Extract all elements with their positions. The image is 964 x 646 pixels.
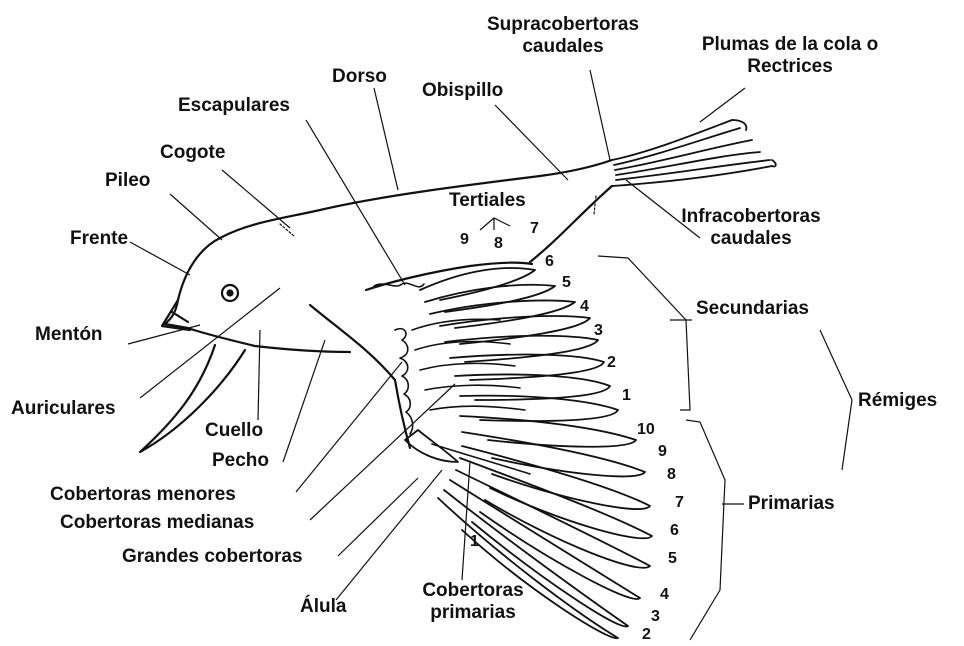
label-cobertoras-primarias: Cobertoras primarias	[408, 580, 538, 624]
label-supracobertoras-line2: caudales	[478, 36, 648, 58]
primary-number: 9	[658, 443, 667, 461]
label-alula: Álula	[300, 596, 346, 618]
primary-number: 5	[668, 550, 677, 568]
back-outline	[220, 160, 612, 238]
label-remiges: Rémiges	[858, 390, 937, 412]
secondary-number: 1	[622, 387, 631, 405]
label-cobertoras-menores: Cobertoras menores	[50, 484, 236, 506]
label-auriculares: Auriculares	[11, 398, 116, 420]
label-cobertoras-medianas: Cobertoras medianas	[60, 512, 254, 534]
label-primarias: Primarias	[748, 493, 835, 515]
label-supracobertoras-line1: Supracobertoras	[478, 14, 648, 36]
label-pecho: Pecho	[212, 450, 269, 472]
head-outline	[165, 238, 350, 352]
belly-outline	[530, 186, 612, 262]
secondary-number: 4	[580, 298, 589, 316]
secondary-number: 6	[545, 253, 554, 271]
label-cogote: Cogote	[160, 142, 225, 164]
label-menton: Mentón	[35, 324, 103, 346]
label-plumas-cola: Plumas de la cola o Rectrices	[690, 34, 890, 78]
tertial-number: 9	[460, 231, 469, 249]
secondary-number: 2	[607, 354, 616, 372]
label-frente: Frente	[70, 228, 128, 250]
label-plumas-line1: Plumas de la cola o	[690, 34, 890, 56]
label-cob-primarias-line2: primarias	[408, 602, 538, 624]
label-tertiales: Tertiales	[449, 190, 526, 212]
label-cuello: Cuello	[205, 420, 263, 442]
label-grandes-cobertoras: Grandes cobertoras	[122, 546, 303, 568]
primary-number: 2	[642, 626, 651, 644]
secondary-number: 5	[562, 274, 571, 292]
primary-number: 8	[667, 466, 676, 484]
label-infracobertoras-line1: Infracobertoras	[656, 206, 846, 228]
tertial-number: 7	[530, 220, 539, 238]
secondary-number: 3	[594, 322, 603, 340]
label-supracobertoras: Supracobertoras caudales	[478, 14, 648, 58]
label-dorso: Dorso	[332, 66, 387, 88]
label-obispillo: Obispillo	[422, 80, 503, 102]
label-cob-primarias-line1: Cobertoras	[408, 580, 538, 602]
label-infracobertoras: Infracobertoras caudales	[656, 206, 846, 250]
primary-number: 4	[660, 586, 669, 604]
tertial-number: 8	[494, 235, 503, 253]
primary-number: 10	[637, 421, 655, 439]
label-pileo: Pileo	[105, 170, 150, 192]
primary-number: 3	[651, 608, 660, 626]
label-escapulares: Escapulares	[178, 95, 290, 117]
label-plumas-line2: Rectrices	[690, 56, 890, 78]
label-secundarias: Secundarias	[696, 298, 809, 320]
tail-feathers	[612, 120, 776, 186]
alula-shape	[405, 430, 458, 462]
primary-covert-number: 1	[470, 533, 479, 551]
primary-number: 6	[670, 522, 679, 540]
label-infracobertoras-line2: caudales	[656, 228, 846, 250]
secondaries	[440, 316, 618, 421]
primary-number: 7	[675, 494, 684, 512]
